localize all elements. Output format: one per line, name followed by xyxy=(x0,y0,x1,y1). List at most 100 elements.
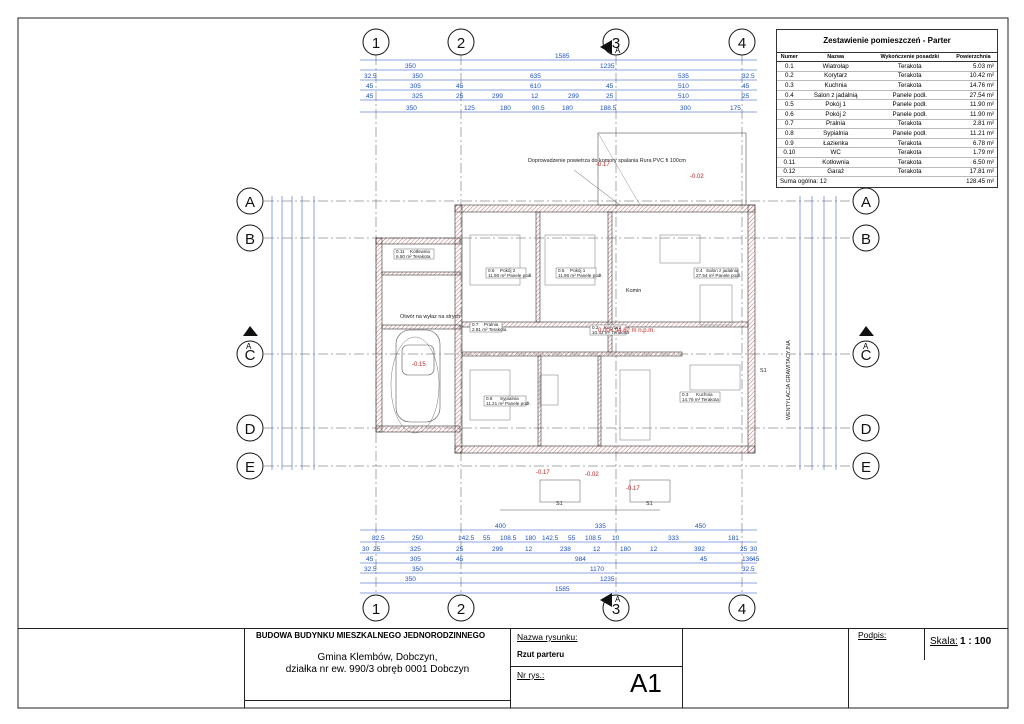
dim-label: 450 xyxy=(695,523,706,530)
car-outline xyxy=(395,329,441,423)
schedule-cell: Terakota xyxy=(869,167,950,178)
dim-label: 108.5 xyxy=(585,535,602,542)
room-name: Sypialnia xyxy=(500,396,519,401)
room-info: 11.90 m² Panele podł. xyxy=(558,273,603,278)
dim-label: 32.5 xyxy=(742,73,755,80)
dim-label: 305 xyxy=(410,556,421,563)
s1-mark: S1 xyxy=(760,368,767,374)
schedule-cell: Garaż xyxy=(801,167,870,178)
dimension-lines-top xyxy=(360,59,757,113)
level-mark: -0.17 xyxy=(626,486,640,492)
dim-label: 12 xyxy=(650,546,658,553)
dim-label: 535 xyxy=(678,73,689,80)
room-id: 0.5 xyxy=(558,268,565,273)
schedule-cell: Wiatrołap xyxy=(801,61,870,72)
drawing-name: Rzut parteru xyxy=(517,650,565,659)
dim-label: 55 xyxy=(568,535,576,542)
schedule-header-row: Numer Nazwa Wykończenie posadzki Powierz… xyxy=(777,53,997,62)
entry-level: 0.00= 94.62 m n.p.m. xyxy=(598,328,655,334)
dim-label: 300 xyxy=(680,105,691,112)
room-id: 0.7 xyxy=(472,322,479,327)
schedule-cell: Kotłownia xyxy=(801,157,870,168)
schedule-cell: 2.81 m² xyxy=(949,119,997,130)
level-mark: -0.17 xyxy=(536,470,550,476)
schedule-cell: 0.8 xyxy=(777,128,802,139)
signature-label: Podpis: xyxy=(858,630,887,640)
boiler-note: Komin xyxy=(626,288,641,294)
dim-label: 136 xyxy=(742,556,753,563)
terrace-outline xyxy=(597,132,747,206)
dim-label: 984 xyxy=(575,556,586,563)
dim-label: 32.5 xyxy=(364,566,377,573)
schedule-cell: Terakota xyxy=(869,157,950,168)
dim-label: 25 xyxy=(456,546,464,553)
dim-label: 250 xyxy=(412,535,423,542)
axis-col-label: 2 xyxy=(457,601,465,618)
section-label: A xyxy=(863,342,869,351)
level-mark: -0.02 xyxy=(690,174,704,180)
dim-label: 10 xyxy=(612,535,620,542)
dim-label: 175 xyxy=(730,105,741,112)
schedule-sum-label: Suma ogólna: 12 xyxy=(780,178,827,186)
room-labels: 0.11 Kotłownia 6.50 m² Terakota 0.6 Pokó… xyxy=(393,248,741,407)
room-id: 0.3 xyxy=(682,392,689,397)
schedule-cell: Pokój 1 xyxy=(801,99,870,110)
dim-label: 45 xyxy=(742,83,750,90)
schedule-table: Numer Nazwa Wykończenie posadzki Powierz… xyxy=(777,53,997,178)
dim-label: 142.5 xyxy=(542,535,559,542)
schedule-header: Nazwa xyxy=(801,53,870,62)
level-mark: -0.15 xyxy=(412,362,426,368)
axis-bubbles xyxy=(236,28,880,622)
room-id: 0.4 xyxy=(696,268,703,273)
schedule-cell: WC xyxy=(801,147,870,158)
dim-label: 392 xyxy=(694,546,705,553)
s1-mark: S1 xyxy=(556,501,563,507)
axis-col-label: 1 xyxy=(372,35,380,52)
dim-label: 333 xyxy=(668,535,679,542)
dim-label: 181 xyxy=(728,535,739,542)
dim-label: 25 xyxy=(373,546,381,553)
dim-label: 350 xyxy=(405,576,416,583)
room-schedule: Zestawienie pomieszczeń - Parter Numer N… xyxy=(776,29,998,188)
furniture xyxy=(390,234,741,441)
schedule-cell: 17.81 m² xyxy=(949,167,997,178)
dim-label: 299 xyxy=(492,93,503,100)
project-title: BUDOWA BUDYNKU MIESZKALNEGO JEDNORODZINN… xyxy=(256,631,486,640)
dim-label: 180 xyxy=(500,105,511,112)
dim-label: 325 xyxy=(412,93,423,100)
schedule-cell: 1.79 m² xyxy=(949,147,997,158)
schedule-cell: 10.42 m² xyxy=(949,71,997,82)
dim-label: 45 xyxy=(366,556,374,563)
schedule-cell: Łazienka xyxy=(801,138,870,149)
drawing-name-label: Nazwa rysunku: xyxy=(517,632,578,642)
schedule-cell: 0.2 xyxy=(777,71,802,82)
schedule-cell: 0.11 xyxy=(777,157,802,168)
room-name: Pokój 1 xyxy=(570,268,586,273)
room-id: 0.2 xyxy=(592,325,599,330)
dim-label: 1235 xyxy=(600,63,615,70)
dim-label: 335 xyxy=(595,523,606,530)
dim-label: 45 xyxy=(752,556,760,563)
dim-label: 25 xyxy=(456,93,464,100)
s1-mark: S1 xyxy=(646,501,653,507)
dim-label: 305 xyxy=(410,83,421,90)
dim-label: 1585 xyxy=(555,586,570,593)
section-label: A xyxy=(615,46,621,55)
schedule-cell: 0.1 xyxy=(777,61,802,72)
room-info: 11.21 m² Panele podł. xyxy=(486,401,531,406)
dim-label: 32.5 xyxy=(742,566,755,573)
axis-col-label: 4 xyxy=(738,601,746,618)
axis-col-label: 1 xyxy=(372,601,380,618)
room-name: Pokój 2 xyxy=(500,268,516,273)
schedule-cell: 0.6 xyxy=(777,109,802,120)
axis-col-label: 2 xyxy=(457,35,465,52)
room-info: 11.90 m² Panele podł. xyxy=(488,273,533,278)
drawing-number-label: Nr rys.: xyxy=(517,670,545,680)
project-location-2: działka nr ew. 990/3 obręb 0001 Dobczyn xyxy=(285,664,470,675)
axis-gridlines xyxy=(264,55,852,595)
attic-hatch-note: Otwór na wyłaz na strych xyxy=(400,314,460,320)
